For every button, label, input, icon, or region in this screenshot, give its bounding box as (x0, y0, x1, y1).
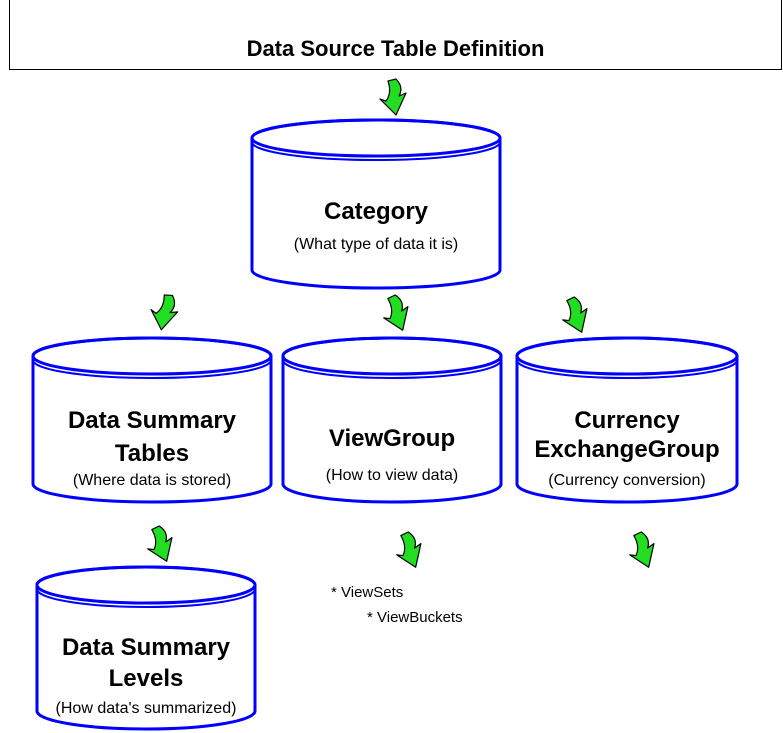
viewbuckets-item: * ViewBuckets (367, 609, 463, 626)
currency-title-line1: Currency (574, 407, 680, 434)
category-subtitle: (What type of data it is) (293, 236, 459, 253)
summary-levels-subtitle: (How data's summarized) (55, 700, 237, 717)
arrow-viewgroup-down (391, 529, 427, 572)
arrow-category-to-summary-tables (145, 289, 183, 334)
summary-levels-title-line2: Levels (108, 665, 184, 692)
summary-tables-cylinder (31, 336, 273, 504)
diagram-title: Data Source Table Definition (246, 36, 545, 61)
currency-title-line2: ExchangeGroup (534, 436, 720, 463)
summary-levels-title-line1: Data Summary (61, 634, 231, 661)
summary-tables-title-line2: Tables (114, 440, 190, 467)
category-cylinder (250, 118, 502, 290)
arrow-summary-tables-to-levels (142, 523, 178, 566)
header-box: Data Source Table Definition (9, 0, 782, 70)
arrow-currency-down (624, 529, 660, 572)
currency-cylinder (515, 336, 739, 504)
viewgroup-cylinder (281, 336, 503, 504)
arrow-category-to-currency (557, 294, 593, 337)
summary-tables-subtitle: (Where data is stored) (72, 472, 232, 489)
summary-levels-cylinder (35, 565, 257, 731)
arrow-header-to-category (379, 78, 407, 116)
viewgroup-title: ViewGroup (328, 425, 456, 452)
viewgroup-subtitle: (How to view data) (325, 467, 459, 484)
arrow-category-to-viewgroup (378, 292, 414, 335)
summary-tables-title-line1: Data Summary (67, 407, 237, 434)
viewsets-item: * ViewSets (331, 584, 404, 601)
currency-subtitle: (Currency conversion) (548, 472, 706, 489)
category-title: Category (323, 198, 429, 225)
